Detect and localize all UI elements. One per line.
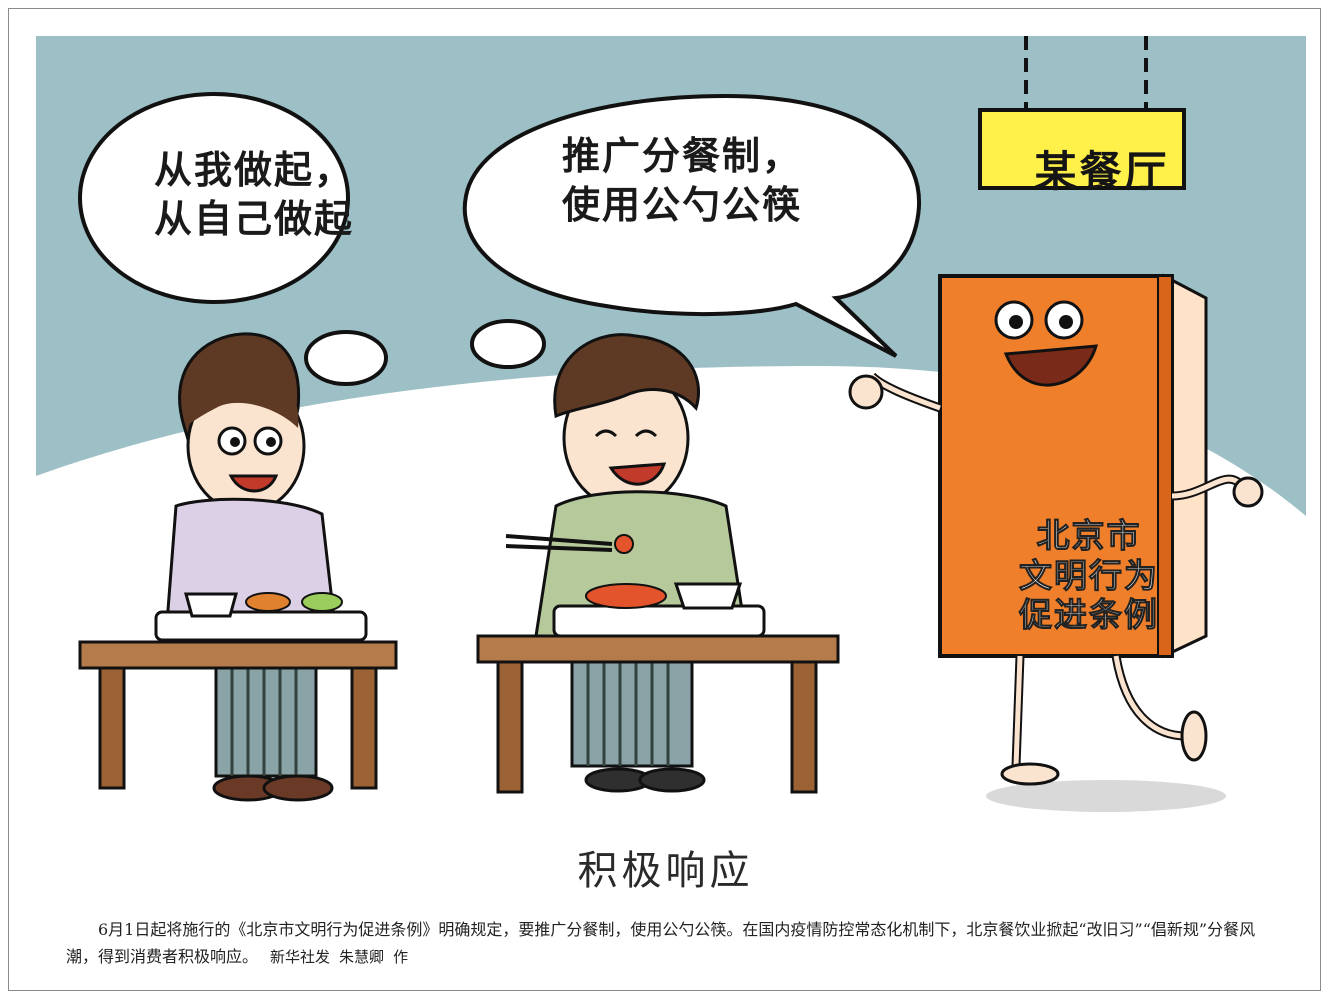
cartoon-drawing — [36, 36, 1306, 818]
caption-body: 6月1日起将施行的《北京市文明行为促进条例》明确规定，要推广分餐制，使用公勺公筷… — [66, 916, 1276, 971]
caption-text: 6月1日起将施行的《北京市文明行为促进条例》明确规定，要推广分餐制，使用公勺公筷… — [66, 920, 1256, 966]
book-character — [848, 273, 1264, 812]
left-speech-bubble-text: 从我做起， 从自己做起 — [154, 146, 354, 243]
caption-title: 积极响应 — [577, 848, 754, 894]
book-cover-title: 北京市 文明行为 促进条例 — [996, 516, 1182, 635]
right-speech-bubble-text: 推广分餐制， 使用公勺公筷 — [562, 132, 802, 229]
cartoon-illustration: 从我做起， 从自己做起 推广分餐制， 使用公勺公筷 某餐厅 北京市 文明行为 促… — [36, 36, 1306, 818]
book-title-line-3: 促进条例 — [1019, 595, 1159, 635]
caption-credit: 新华社发 朱慧卿 作 — [270, 948, 409, 966]
book-title-line-2: 文明行为 — [1019, 555, 1159, 595]
woman-figure — [164, 332, 338, 802]
right-speech-line-2: 使用公勺公筷 — [562, 182, 803, 227]
book-title-line-1: 北京市 — [1036, 516, 1142, 556]
left-speech-line-1: 从我做起， — [154, 148, 355, 192]
right-speech-line-1: 推广分餐制， — [562, 134, 803, 178]
restaurant-sign-text: 某餐厅 — [1034, 147, 1170, 196]
left-speech-line-2: 从自己做起 — [154, 196, 355, 241]
